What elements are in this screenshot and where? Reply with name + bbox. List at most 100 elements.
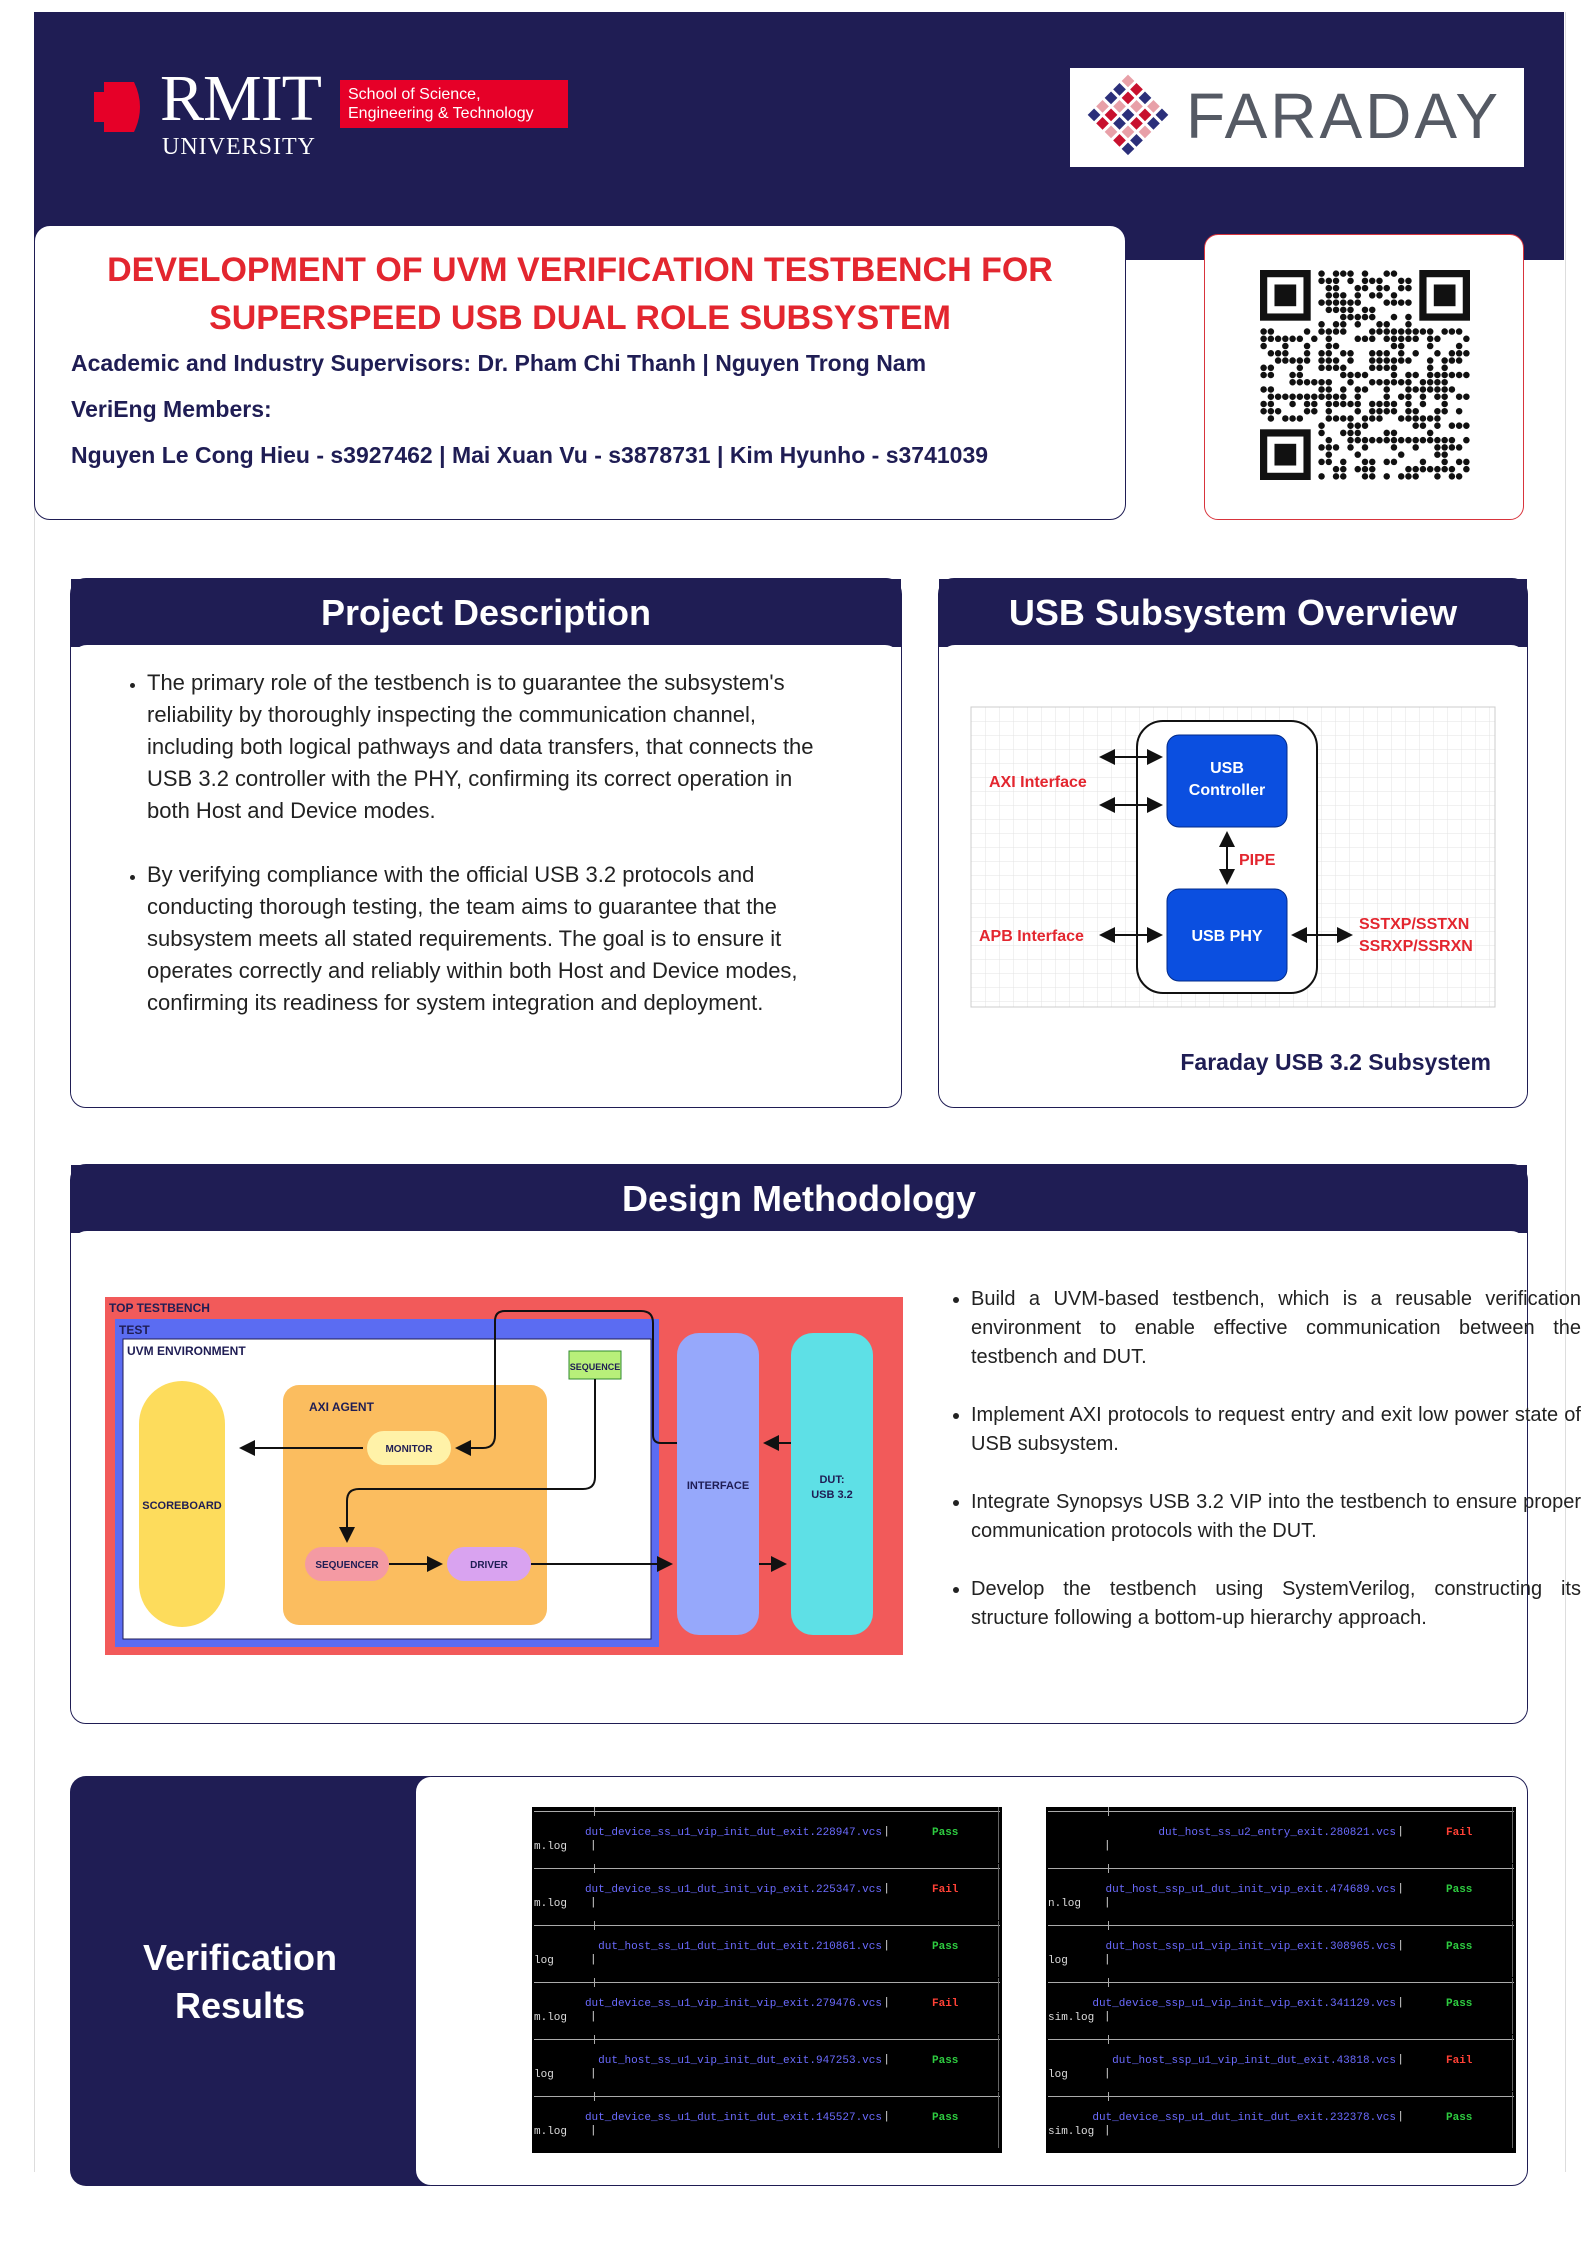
column-separator: | [1104,2011,1111,2023]
list-item: Implement AXI protocols to request entry… [971,1401,1581,1459]
result-row: dut_device_ssp_u1_dut_init_dut_exit.2323… [1046,2092,1516,2148]
poster-title: DEVELOPMENT OF UVM VERIFICATION TESTBENC… [35,246,1125,342]
log-file: sim.log [1048,2012,1095,2024]
test-result: Fail [1446,2055,1473,2067]
column-separator: | [590,2011,597,2023]
result-row: dut_host_ss_u1_dut_init_dut_exit.210861.… [532,1921,1002,1977]
row-edge [1512,1864,1513,1920]
faraday-diamond-icon [1087,74,1169,156]
rmit-wordmark: RMIT [160,62,322,135]
row-tick [1108,1807,1109,1816]
result-row: dut_device_ss_u1_dut_init_vip_exit.22534… [532,1864,1002,1920]
sequence-block [568,1350,622,1380]
interface-to-monitor-arrow [455,1310,677,1456]
log-file: log [534,1955,554,1967]
row-edge [1512,2092,1513,2148]
row-edge [998,1864,999,1920]
row-edge [1512,1921,1513,1977]
row-tick [1108,1864,1109,1873]
dut-label-2: USB 3.2 [811,1489,853,1501]
log-file: log [1048,2069,1068,2081]
row-divider [1048,1925,1514,1926]
result-row: dut_host_ssp_u1_vip_init_vip_exit.308965… [1046,1921,1516,1977]
faraday-logo: FARADAY [1070,68,1524,167]
list-item: Develop the testbench using SystemVerilo… [971,1575,1581,1633]
column-separator: | [883,1883,890,1895]
usb-controller-label-1: USB [1210,760,1244,777]
column-separator: | [1397,1940,1404,1952]
row-divider [534,1868,1000,1869]
log-file: log [1048,1955,1068,1967]
qr-card [1204,234,1524,520]
uvm-environment-label: UVM ENVIRONMENT [127,1344,246,1358]
test-result: Pass [932,2055,959,2067]
axi-agent-label: AXI AGENT [309,1400,375,1414]
qr-code-icon[interactable] [1260,270,1470,480]
row-tick [594,1978,595,1987]
usb-overview-heading: USB Subsystem Overview [939,579,1527,647]
column-separator: | [883,1940,890,1952]
test-name: dut_host_ss_u1_vip_init_dut_exit.947253.… [598,2055,882,2067]
test-name: dut_device_ssp_u1_dut_init_dut_exit.2323… [1092,2112,1396,2124]
row-divider [534,1811,1000,1812]
row-tick [1108,2035,1109,2044]
title-card: DEVELOPMENT OF UVM VERIFICATION TESTBENC… [34,225,1126,520]
uvm-testbench-diagram: TOP TESTBENCH TEST UVM ENVIRONMENT SCORE… [105,1297,903,1655]
test-result: Pass [932,1941,959,1953]
column-separator: | [590,2125,597,2137]
test-name: dut_host_ssp_u1_vip_init_vip_exit.308965… [1105,1941,1396,1953]
column-separator: | [1397,2111,1404,2123]
driver-label: DRIVER [470,1560,509,1571]
row-edge [1512,1978,1513,2034]
usb-overview-section: USB Subsystem Overview USB Controller US… [938,578,1528,1108]
ssrx-label: SSRXP/SSRXN [1359,938,1473,955]
usb-controller-block [1166,734,1288,828]
row-divider [1048,2039,1514,2040]
verification-title-line-1: Verification [142,1937,338,1978]
log-file: m.log [534,2126,568,2138]
column-separator: | [1397,1826,1404,1838]
test-result: Pass [932,1827,959,1839]
usb-subsystem-diagram: USB Controller USB PHY PIPE AXI Interfac… [970,706,1496,1008]
row-divider [1048,2096,1514,2097]
faraday-wordmark: FARADAY [1186,80,1501,152]
pipe-label: PIPE [1239,852,1276,869]
verification-section: Verification Results dut_device_ss_u1_vi… [70,1776,1528,2186]
row-tick [594,1921,595,1930]
design-methodology-heading: Design Methodology [71,1165,1527,1233]
top-testbench-label: TOP TESTBENCH [109,1301,210,1315]
column-separator: | [883,1826,890,1838]
test-result: Pass [1446,1941,1473,1953]
column-separator: | [1104,2068,1111,2080]
list-item: The primary role of the testbench is to … [147,667,841,827]
row-tick [594,1807,595,1816]
verification-title: Verification Results [70,1934,410,2030]
interface-block [677,1333,759,1635]
project-description-body: The primary role of the testbench is to … [71,645,901,1107]
row-divider [534,2039,1000,2040]
sequence-label: SEQUENCE [570,1362,621,1372]
row-edge [998,1978,999,2034]
column-separator: | [1104,1897,1111,1909]
test-name: dut_host_ss_u2_entry_exit.280821.vcs [1158,1827,1396,1839]
column-separator: | [590,2068,597,2080]
log-file: sim.log [1048,2126,1095,2138]
driver-block [447,1547,531,1581]
log-file: m.log [534,1898,568,1910]
row-tick [594,1864,595,1873]
row-divider [534,2096,1000,2097]
sequence-to-sequencer-arrow [339,1379,596,1543]
test-result: Pass [932,2112,959,2124]
log-file: log [534,2069,554,2081]
sequencer-block [305,1547,389,1581]
column-separator: | [590,1840,597,1852]
result-row: dut_device_ssp_u1_vip_init_vip_exit.3411… [1046,1978,1516,2034]
row-divider [1048,1868,1514,1869]
scoreboard-block [139,1381,225,1627]
column-separator: | [1397,1883,1404,1895]
members-label: VeriEng Members: [71,396,272,422]
test-name: dut_host_ssp_u1_dut_init_vip_exit.474689… [1105,1884,1396,1896]
axi-interface-label: AXI Interface [989,774,1087,791]
result-row: dut_device_ss_u1_vip_init_vip_exit.27947… [532,1978,1002,2034]
row-divider [1048,1811,1514,1812]
